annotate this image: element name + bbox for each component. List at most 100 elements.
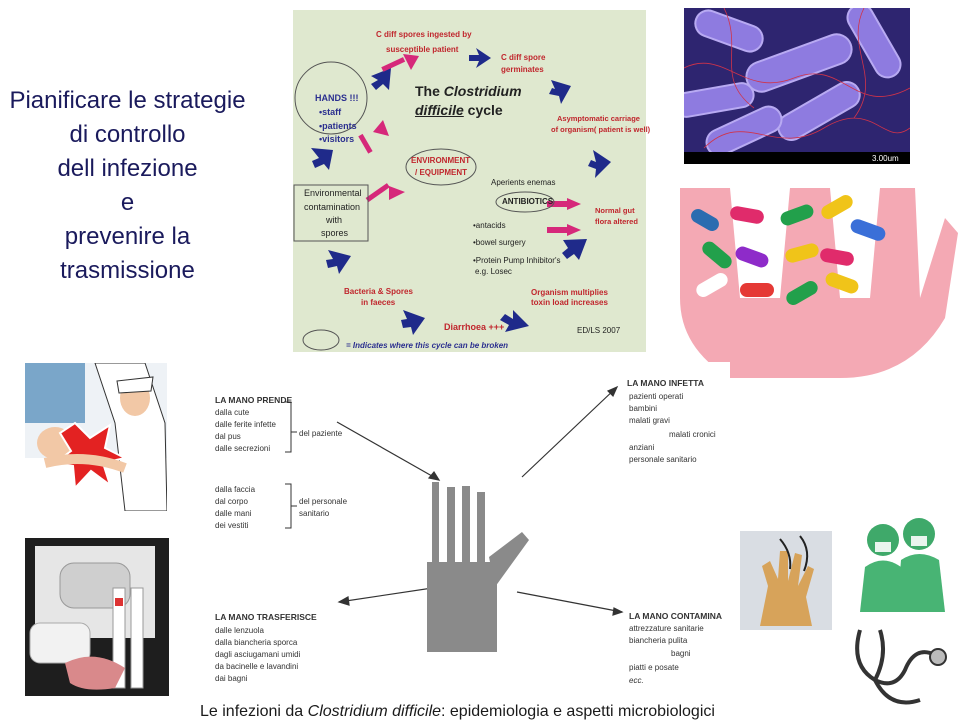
environment-label-2: / EQUIPMENT: [415, 168, 468, 177]
sink-bedpan-thermometer-icon: [25, 538, 169, 696]
infetta-item: pazienti operati: [629, 392, 684, 401]
ppi-label: •Protein Pump Inhibitor's: [473, 256, 561, 265]
hand-with-pills-icon: [680, 188, 958, 378]
cycle-step-asymptomatic: Asymptomatic carriage: [557, 114, 640, 123]
title-line: trasmissione: [60, 257, 195, 284]
infetta-heading: LA MANO INFETTA: [627, 378, 704, 388]
break-arrow-icon: [389, 186, 405, 200]
del-personale-label: del personale: [299, 497, 348, 506]
species-name: Clostridium: [307, 703, 388, 720]
contamina-heading: LA MANO CONTAMINA: [629, 611, 723, 621]
species-name-2: difficile: [392, 703, 442, 720]
cycle-step-faeces: Bacteria & Spores: [344, 287, 413, 296]
cycle-title: The Clostridium: [415, 83, 522, 99]
hands-patients: •patients: [319, 121, 357, 131]
cycle-legend: = Indicates where this cycle can be brok…: [346, 341, 509, 350]
cycle-arrow-icon: [326, 250, 351, 274]
cycle-arrow-icon: [562, 239, 587, 260]
cycle-step-organism-2: toxin load increases: [531, 298, 608, 307]
infetta-item: personale sanitario: [629, 455, 697, 464]
trasferisce-heading: LA MANO TRASFERISCE: [215, 612, 317, 622]
hands-visitors: •visitors: [319, 134, 355, 144]
cycle-step-susceptible: susceptible patient: [386, 45, 459, 54]
cycle-step-germinates: C diff spore: [501, 53, 546, 62]
cycle-title-2: difficile cycle: [415, 102, 503, 118]
trasferisce-item: dalla biancheria sporca: [215, 638, 298, 647]
del-paziente-label: del paziente: [299, 429, 343, 438]
faccia-item: dei vestiti: [215, 521, 249, 530]
title-line: Pianificare le strategie: [9, 87, 246, 114]
malati-cronici-label: malati cronici: [669, 430, 716, 439]
cycle-step-organism: Organism multiplies: [531, 288, 608, 297]
faccia-item: dal corpo: [215, 497, 248, 506]
hands-staff: •staff: [319, 107, 342, 117]
trasferisce-item: dai bagni: [215, 674, 248, 683]
clostridium-cycle-diagram: C diff spores ingested by susceptible pa…: [293, 10, 650, 352]
normal-gut-label-2: flora altered: [595, 217, 638, 226]
hand-transmission-diagram: LA MANO PRENDE dalla cute dalle ferite i…: [177, 362, 730, 702]
title-line: di controllo: [69, 121, 186, 148]
glove-photo: [740, 531, 832, 630]
stethoscope-illustration: [850, 625, 950, 710]
bacteria-micrograph: 3.00um: [684, 8, 910, 164]
bacteria-image: 3.00um: [684, 8, 910, 164]
title-line: dell infezione: [57, 155, 198, 182]
surgeons-icon: [860, 518, 945, 612]
diagram-credit: ED/LS 2007: [577, 326, 621, 335]
infetta-item: malati gravi: [629, 416, 670, 425]
faccia-item: dalla faccia: [215, 485, 256, 494]
cycle-step-germinates-2: germinates: [501, 65, 544, 74]
contamina-item: piatti e posate: [629, 663, 679, 672]
break-arrow-icon: [403, 54, 419, 70]
cycle-arrows: [293, 48, 611, 351]
trasferisce-item: dalle lenzuola: [215, 626, 264, 635]
contamina-item: biancheria pulita: [629, 636, 688, 645]
slide-caption: Le infezioni da Clostridium difficile: e…: [200, 703, 715, 720]
cycle-arrow-icon: [401, 310, 425, 335]
trasferisce-item: dagli asciugamani umidi: [215, 650, 301, 659]
surgeons-illustration: [855, 512, 947, 612]
prende-item: dalle secrezioni: [215, 444, 271, 453]
cycle-step-ingested: C diff spores ingested by: [376, 30, 472, 39]
break-arrow-icon: [567, 224, 581, 236]
env-contamination-2: contamination: [304, 202, 361, 212]
cycle-arrow-icon: [469, 48, 491, 68]
bowel-surgery-label: •bowel surgery: [473, 238, 526, 247]
del-personale-label-2: sanitario: [299, 509, 330, 518]
prende-item: dalle ferite infette: [215, 420, 276, 429]
cycle-step-diarrhoea: Diarrhoea +++: [444, 322, 505, 332]
glove-icon: [740, 531, 832, 630]
infetta-item: anziani: [629, 443, 655, 452]
scale-label: 3.00um: [872, 154, 899, 163]
trasferisce-item: da bacinelle e lavandini: [215, 662, 299, 671]
env-contamination-4: spores: [321, 228, 349, 238]
normal-gut-label: Normal gut: [595, 206, 635, 215]
contamina-item: bagni: [671, 649, 691, 658]
antacids-label: •antacids: [473, 221, 506, 230]
hand-diagram-graphics: [285, 385, 624, 652]
environment-label: ENVIRONMENT: [411, 156, 471, 165]
cycle-arrow-icon: [549, 80, 571, 104]
cycle-arrow-icon: [500, 310, 529, 332]
bathroom-equipment-photo: [25, 538, 169, 696]
cycle-step-faeces-2: in faeces: [361, 298, 396, 307]
cycle-arrow-icon: [371, 68, 391, 90]
patient-nurse-icon: [25, 363, 167, 511]
contamina-item: attrezzature sanitarie: [629, 624, 704, 633]
prende-item: dalla cute: [215, 408, 250, 417]
patient-illustration: [25, 363, 167, 511]
title-line: e: [120, 189, 135, 216]
prende-item: dal pus: [215, 432, 241, 441]
env-contamination-3: with: [326, 215, 343, 225]
break-arrow-icon: [373, 120, 389, 136]
env-contamination: Environmental: [304, 188, 362, 198]
cycle-arrow-icon: [588, 150, 611, 178]
title-line: prevenire la: [64, 223, 191, 250]
pills-hand-image: [670, 178, 958, 378]
contamina-item: ecc.: [629, 676, 644, 685]
stethoscope-icon: [855, 629, 947, 705]
ppi-label-2: e.g. Losec: [475, 267, 512, 276]
hands-label: HANDS !!!: [315, 93, 359, 103]
faccia-item: dalle mani: [215, 509, 252, 518]
infetta-item: bambini: [629, 404, 658, 413]
